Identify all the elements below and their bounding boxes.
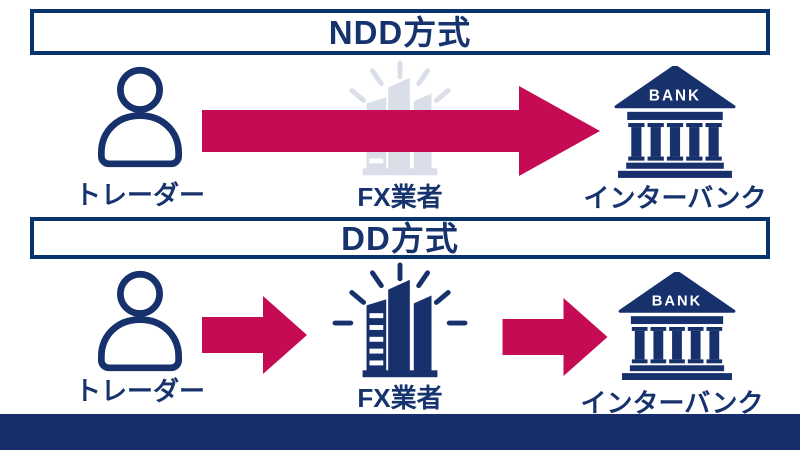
ndd-title: NDD方式 — [328, 13, 472, 51]
dd-title-box: DD方式 — [30, 217, 770, 259]
dd-title: DD方式 — [341, 219, 459, 257]
fx-broker-building-icon — [328, 262, 472, 390]
ndd-title-box: NDD方式 — [30, 9, 770, 55]
trader-person-icon — [84, 62, 196, 176]
dd-flow-arrow1-icon — [202, 296, 307, 374]
dd-flow-arrow2-icon — [502, 298, 608, 376]
bottom-accent-bar — [0, 414, 800, 450]
trader-person-icon-dd — [84, 266, 196, 380]
bank-sign-label: BANK — [649, 88, 701, 105]
dd-trader-label: トレーダー — [74, 376, 205, 406]
dd-broker-label: FX業者 — [357, 383, 443, 413]
ndd-trader-label: トレーダー — [74, 180, 205, 210]
interbank-bank-icon: BANK — [614, 66, 736, 178]
dd-bank-label: インターバンク — [580, 388, 764, 418]
ndd-broker-label: FX業者 — [357, 182, 443, 212]
bank-sign-label-dd: BANK — [652, 293, 702, 309]
interbank-bank-icon-dd: BANK — [618, 272, 736, 380]
ndd-bank-label: インターバンク — [583, 183, 767, 213]
ndd-flow-arrow-icon — [202, 86, 600, 176]
